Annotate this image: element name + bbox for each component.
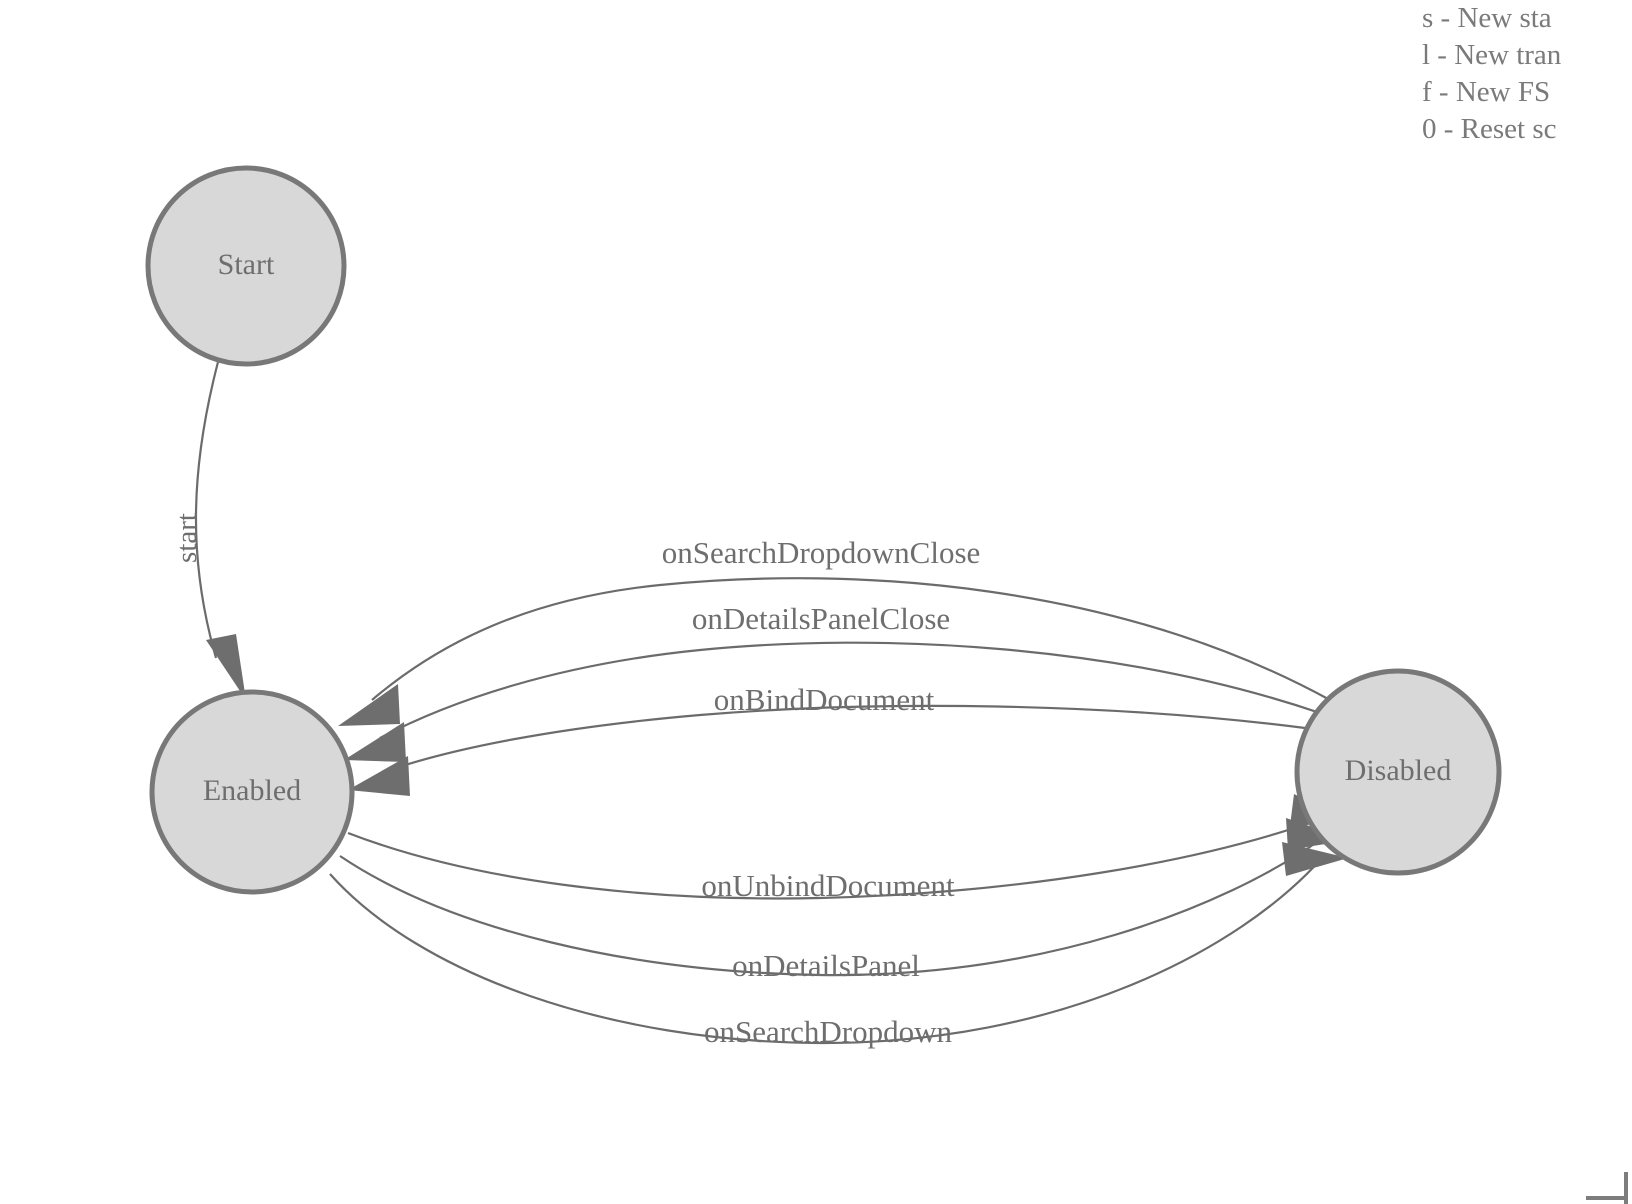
state-circle-start[interactable]	[145, 165, 347, 367]
transition-onsearchdropdown[interactable]: onSearchDropdown	[329, 842, 1348, 1049]
edge-path-ondetailspanelclose[interactable]	[379, 641, 1321, 739]
state-node-enabled[interactable]: Enabled	[149, 689, 355, 895]
arrowhead-onbinddocument	[348, 756, 410, 796]
state-label-disabled: Disabled	[1345, 754, 1452, 787]
arrowhead-start	[206, 634, 246, 700]
transition-onbinddocument[interactable]: onBindDocument	[348, 682, 1306, 796]
edge-path-onsearchdropdownclose[interactable]	[371, 577, 1331, 701]
state-circle-disabled[interactable]	[1294, 668, 1502, 876]
edge-label-onsearchdropdownclose: onSearchDropdownClose	[662, 535, 981, 570]
arrowhead-ondetailspanelclose	[344, 722, 406, 762]
edge-label-ondetailspanelclose: onDetailsPanelClose	[692, 601, 950, 636]
state-label-enabled: Enabled	[203, 774, 301, 807]
transition-ondetailspanelclose[interactable]: onDetailsPanelClose	[344, 601, 1321, 762]
state-node-start[interactable]: Start	[145, 165, 347, 367]
edge-path-onunbinddocument[interactable]	[347, 818, 1319, 900]
corner-vertical-line	[1624, 1172, 1628, 1204]
edge-path-onbinddocument[interactable]	[383, 704, 1306, 774]
edge-path-ondetailspanel[interactable]	[339, 839, 1321, 977]
edge-label-start: start	[171, 513, 203, 563]
state-node-disabled[interactable]: Disabled	[1294, 668, 1502, 876]
state-circle-enabled[interactable]	[149, 689, 355, 895]
corner-horizontal-line	[1586, 1196, 1628, 1200]
transition-start-to-enabled[interactable]: start	[171, 361, 246, 700]
arrowhead-onsearchdropdown	[1282, 842, 1348, 876]
edge-path-onsearchdropdown[interactable]	[329, 857, 1323, 1045]
state-label-start: Start	[218, 248, 275, 281]
transition-onunbinddocument[interactable]: onUnbindDocument	[347, 794, 1352, 903]
edge-path-start[interactable]	[194, 361, 220, 659]
transition-onsearchdropdownclose[interactable]: onSearchDropdownClose	[338, 535, 1331, 726]
edge-label-onunbinddocument: onUnbindDocument	[701, 868, 955, 903]
arrowhead-onsearchdropdownclose	[338, 684, 400, 726]
edge-label-onbinddocument: onBindDocument	[714, 682, 935, 717]
edge-label-ondetailspanel: onDetailsPanel	[732, 948, 920, 983]
edge-label-onsearchdropdown: onSearchDropdown	[704, 1014, 952, 1049]
resize-corner-handle[interactable]	[1586, 1172, 1632, 1204]
